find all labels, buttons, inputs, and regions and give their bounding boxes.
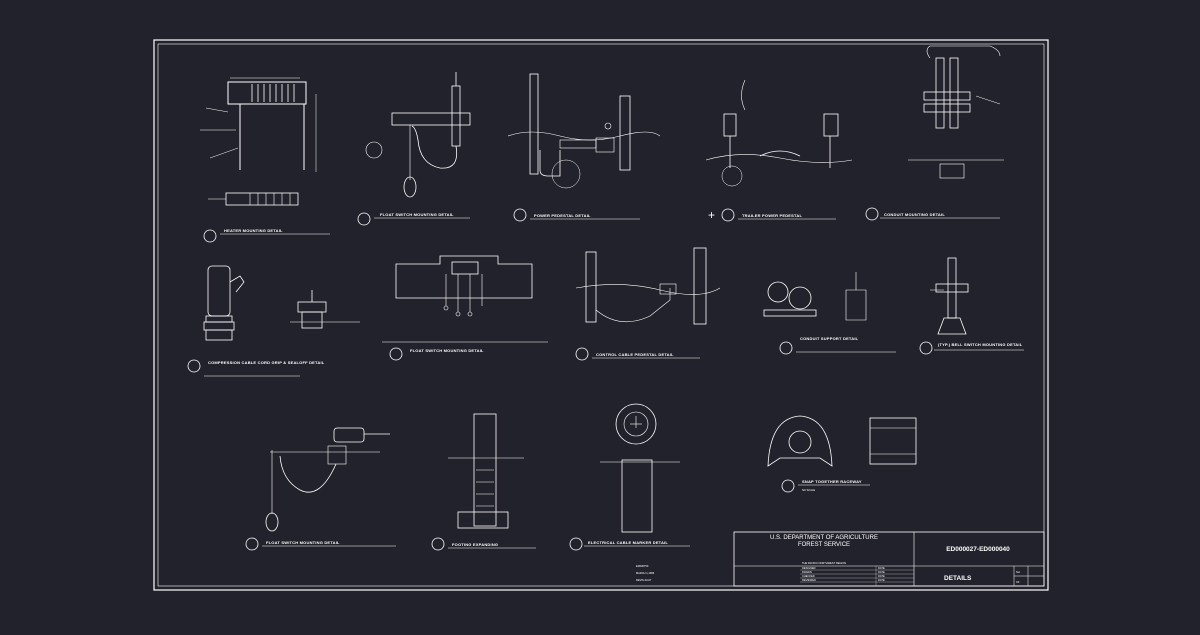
detail-title-conduit-support: CONDUIT SUPPORT DETAIL [800, 336, 859, 341]
agency-service: FOREST SERVICE [798, 542, 850, 548]
detail-marker-snap-raceway [781, 479, 795, 493]
detail-title-float1: FLOAT SWITCH MOUNTING DETAIL [380, 212, 454, 217]
float-switch-2-drawing [395, 255, 533, 317]
region-name: THE PACIFIC NORTHWEST REGION [802, 561, 846, 565]
footing-drawing [448, 413, 524, 529]
date-label-2: DATE [878, 570, 885, 574]
outer-border [153, 39, 1049, 591]
cord-grip-drawing [203, 265, 360, 341]
detail-title-trailer-power: TRAILER POWER PEDESTAL [742, 213, 802, 218]
conduit-support-drawing [763, 272, 867, 321]
sheet-label: SH. [1016, 570, 1021, 574]
heater-mounting-drawing [200, 77, 317, 206]
conduit-mounting-drawing [908, 45, 1004, 179]
detail-marker-trailer-power [721, 208, 735, 222]
detail-marker-cable-marker [569, 537, 583, 551]
detail-title-control-pedestal: CONTROL CABLE PEDESTAL DETAIL [596, 352, 674, 357]
power-pedestal-drawing [507, 73, 661, 189]
detail-title-footing: FOOTING EXPANDING [452, 542, 498, 547]
detail-title-power-pedestal: POWER PEDESTAL DETAIL [534, 213, 591, 218]
detail-marker-cord-grip [187, 359, 201, 373]
detail-marker-bell-switch [919, 341, 933, 355]
of-label: OF [1016, 580, 1020, 584]
detail-title-conduit-mounting: CONDUIT MOUNTING DETAIL [884, 212, 945, 217]
note-date: MARCH 1,1996 [636, 571, 655, 575]
title-block [733, 531, 1045, 587]
detail-title-float3: FLOAT SWITCH MOUNTING DETAIL [266, 540, 340, 545]
detail-marker-conduit-mounting [865, 207, 879, 221]
detail-marker-control-pedestal [575, 347, 589, 361]
role-designed: DESIGNED [802, 566, 816, 570]
detail-title-heater: HEATER MOUNTING DETAIL [224, 228, 283, 233]
inner-border [157, 43, 1045, 587]
snap-raceway-drawing [767, 415, 917, 467]
role-drawn: DRAWN [802, 570, 812, 574]
sheet-title: DETAILS [944, 575, 972, 582]
float-switch-1-drawing [365, 72, 471, 198]
detail-marker-float2 [389, 347, 403, 361]
cable-marker-drawing [600, 403, 680, 533]
role-checked: CHECKED [802, 574, 815, 578]
note-drawing-number: ED000750 [636, 564, 649, 568]
detail-title-snap-raceway: SNAP TOGETHER RACEWAY [802, 479, 862, 484]
sheet-range: ED000027-ED000040 [946, 546, 1010, 553]
bell-switch-drawing [930, 257, 969, 335]
detail-marker-conduit-support [779, 341, 793, 355]
date-label-3: DATE [878, 574, 885, 578]
note-revised: REVIS-20-97 [636, 578, 652, 582]
plus-marker: + [708, 208, 715, 222]
agency-name: U.S. DEPARTMENT OF AGRICULTURE [770, 535, 878, 541]
float-switch-3-drawing [265, 427, 390, 532]
detail-title-float2: FLOAT SWITCH MOUNTING DETAIL [410, 348, 484, 353]
detail-marker-float3 [245, 537, 259, 551]
detail-marker-heater [203, 229, 217, 243]
control-pedestal-drawing [575, 247, 721, 325]
detail-title-cord-grip: COMPRESSION CABLE CORD GRIP & SEALOFF DE… [208, 360, 325, 365]
detail-title-bell-switch: (TYP.) BELL SWITCH MOUNTING DETAIL [938, 342, 1023, 347]
detail-title-cable-marker: ELECTRICAL CABLE MARKER DETAIL [588, 540, 668, 545]
detail-scale-snap-raceway: NO SCALE [802, 488, 815, 492]
date-label-4: DATE [878, 578, 885, 582]
role-reviewed: REVIEWED [802, 578, 816, 582]
detail-marker-power-pedestal [513, 208, 527, 222]
date-label-1: DATE [878, 566, 885, 570]
detail-marker-float1 [357, 212, 371, 226]
trailer-power-drawing [705, 79, 853, 187]
detail-marker-footing [431, 537, 445, 551]
